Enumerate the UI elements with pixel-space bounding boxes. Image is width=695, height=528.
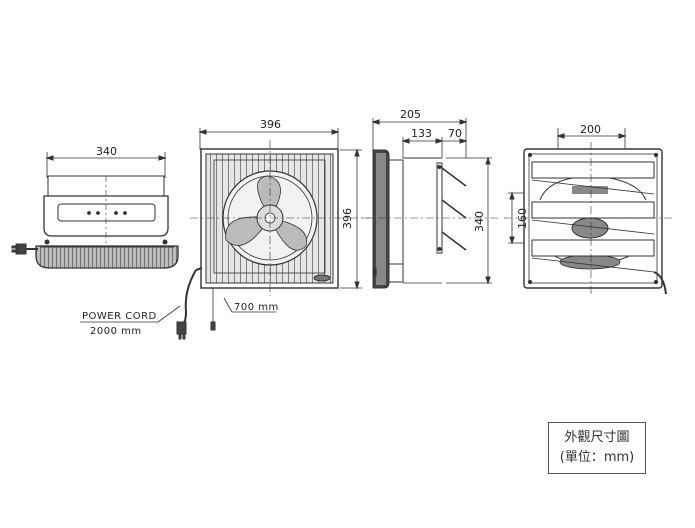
dim-panel-width: 396: [260, 118, 281, 131]
power-cord: [80, 269, 197, 340]
top-view: [11, 152, 179, 269]
pull-cord-length: 700 mm: [234, 302, 279, 313]
dim-back-height: 160: [516, 208, 529, 229]
drawing-caption: 外觀尺寸圖 (單位：mm): [548, 422, 646, 474]
dim-side-depth-body: 133: [411, 127, 432, 140]
side-view: [362, 118, 500, 289]
dim-front-width: 340: [96, 145, 117, 158]
dim-panel-height: 396: [341, 208, 354, 229]
dim-side-depth-flap: 70: [448, 127, 462, 140]
front-panel-view: [190, 128, 376, 331]
dim-side-height: 340: [473, 211, 486, 232]
caption-unit: (單位：mm): [559, 450, 635, 465]
dim-side-depth-total: 205: [400, 108, 421, 121]
power-cord-label: POWER CORD: [82, 311, 157, 322]
dim-back-width: 200: [580, 123, 601, 136]
power-cord-length: 2000 mm: [90, 326, 142, 337]
back-view: [504, 128, 672, 296]
caption-title: 外觀尺寸圖: [564, 430, 630, 445]
